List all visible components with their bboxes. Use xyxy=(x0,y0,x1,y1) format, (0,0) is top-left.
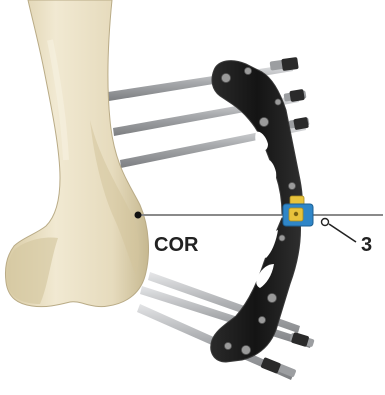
callout-marker xyxy=(322,219,329,226)
callout-3: 3 xyxy=(322,219,373,257)
callout-number: 3 xyxy=(361,234,372,256)
cor-label: COR xyxy=(154,234,199,256)
callout-leader-line xyxy=(329,224,356,242)
cor-axis xyxy=(135,212,384,219)
cor-point xyxy=(135,212,142,219)
femur-icon xyxy=(5,0,148,307)
